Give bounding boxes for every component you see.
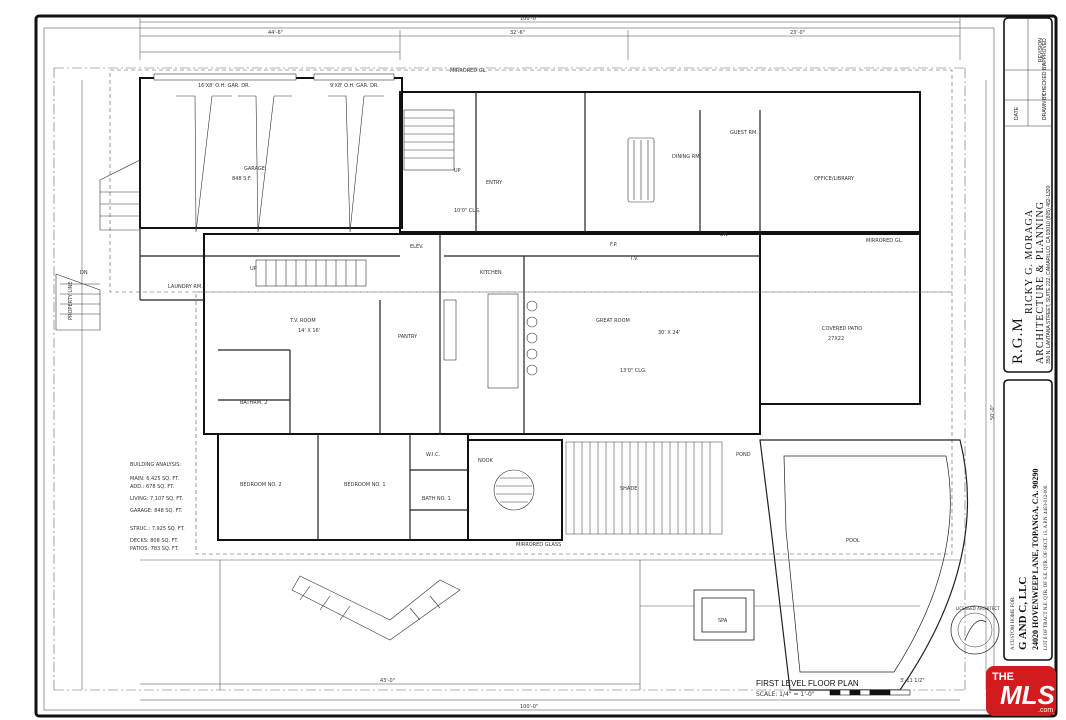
shade-trellis (565, 441, 723, 535)
kitchen-island (443, 293, 538, 389)
seal-text: LICENSED ARCHITECT (956, 606, 1000, 611)
sheet-title: FIRST LEVEL FLOOR PLAN (756, 679, 859, 688)
label-dining: DINING RM. (672, 154, 702, 160)
scale-bar (829, 689, 911, 696)
dim-top-a: 44'-6" (268, 30, 283, 36)
label-fp: F.P. (610, 242, 618, 248)
revision-label: REVISION (1038, 38, 1044, 62)
roof-outline (109, 69, 953, 555)
title-block: REVISION DATE DRAWN BY CHECKED BY APPROV… (1003, 17, 1053, 661)
label-spa: SPA (718, 618, 728, 624)
label-guest: GUEST RM. (730, 130, 758, 136)
label-wic: W.I.C. (426, 452, 441, 458)
label-great-room-ceiling: 13'0" CLG. (620, 368, 647, 374)
project-address: 24020 HOVENWEEP LANE, TOPANGA, CA. 90290 (1031, 469, 1040, 650)
label-shade: SHADE (620, 486, 637, 492)
label-dn-2: DN (720, 232, 728, 238)
label-tv: T.V. (629, 256, 639, 262)
label-covered-patio: COVERED PATIO (822, 326, 862, 332)
label-garage-door-1: 16'X8' O.H. GAR. DR. (198, 83, 250, 89)
date-label: DATE (1014, 106, 1020, 120)
pool (759, 439, 969, 691)
label-bath-1: BATH NO. 1 (422, 496, 451, 502)
dim-top-c: 23'-0" (790, 30, 805, 36)
client-name: G AND C, LLC (1017, 577, 1029, 650)
checked-label: CHECKED BY (1042, 63, 1048, 96)
mls-logo: THE MLS .com (986, 666, 1056, 716)
analysis-line: PATIOS: 783 SQ. FT. (130, 546, 179, 552)
dim-top-b: 32'-6" (510, 30, 525, 36)
label-entry: ENTRY (486, 180, 503, 186)
approved-label: APPROVED (1042, 38, 1048, 66)
drawn-label: DRAWN BY (1042, 93, 1048, 120)
mls-mls: MLS (1000, 680, 1056, 710)
drawing-frame (43, 27, 995, 711)
label-covered-patio-dims: 27X22 (828, 336, 844, 342)
label-tv-room-dims: 14' X 16' (298, 328, 320, 334)
label-elev: ELEV. (410, 244, 424, 250)
dim-right-side: 50'-0" (990, 405, 996, 420)
project-intro: A CUSTOM HOME FOR: (1011, 596, 1016, 650)
property-lines (53, 67, 966, 691)
label-laundry: LAUNDRY RM. (168, 284, 203, 290)
analysis-line: GARAGE: 848 SQ. FT. (130, 508, 183, 514)
analysis-line: ADD.: 678 SQ. FT. (130, 484, 175, 490)
nook-table (493, 469, 535, 511)
label-mirrored-gl-2: MIRRORED GL. (866, 238, 903, 244)
legal-description: LOT 6 OF TRACT N.E. QTR. OF S.E. QTR. OF… (1044, 485, 1049, 650)
architect-seal: LICENSED ARCHITECT (950, 605, 1000, 655)
label-mirrored-gl-1: MIRRORED GL. (450, 68, 487, 74)
label-nook: NOOK (478, 458, 494, 464)
interior-walls (139, 92, 761, 540)
label-garage-area: 848 S.F. (232, 176, 252, 182)
label-mirrored-glass: MIRRORED GLASS (516, 542, 561, 548)
label-entry-ceiling: 10'0" CLG. (454, 208, 481, 214)
firm-tagline: ARCHITECTURE & PLANNING (1035, 201, 1046, 364)
dining-table (627, 137, 655, 203)
sheet-scale: SCALE: 1/4" = 1'-0" (756, 691, 815, 698)
label-up-2: UP (250, 266, 257, 272)
label-office: OFFICE/LIBRARY (814, 176, 855, 182)
dim-bottom-b: 100'-0" (520, 704, 538, 710)
label-bedroom-1: BEDROOM NO. 1 (344, 482, 386, 488)
property-line-label: PROPERTY LINE (68, 281, 74, 320)
analysis-line: STRUC.: 7,925 SQ. FT. (130, 526, 185, 532)
firm-name: RICKY G. MORAGA (1024, 209, 1035, 314)
sheet-border (34, 14, 1058, 718)
label-great-room-dims: 30' X 24' (658, 330, 680, 336)
garage-details (153, 73, 395, 233)
mls-com: .com (1038, 707, 1053, 714)
analysis-line: LIVING: 7,107 SQ. FT. (130, 496, 183, 502)
firm-initials: R.G.M (1010, 317, 1026, 364)
analysis-line: MAIN: 6,425 SQ. FT. (130, 476, 180, 482)
dim-overall-top: 100'-0" (520, 16, 538, 22)
dim-bottom-c: 3'-11 1/2" (900, 678, 925, 684)
dim-bottom-a: 43'-0" (380, 678, 395, 684)
analysis-line: DECKS: 808 SQ. FT. (130, 538, 179, 544)
building-analysis: BUILDING ANALYSIS: MAIN: 6,425 SQ. FT. A… (130, 462, 185, 552)
analysis-heading: BUILDING ANALYSIS: (130, 462, 181, 468)
room-labels: 16'X8' O.H. GAR. DR. 9'X8' O.H. GAR. DR.… (80, 68, 903, 624)
label-kitchen: KITCHEN (480, 270, 502, 276)
label-garage: GARAGE (244, 166, 265, 172)
stairs (55, 109, 461, 641)
mls-the: THE (992, 671, 1014, 683)
lower-deck (140, 559, 960, 690)
label-great-room: GREAT ROOM (596, 318, 630, 324)
firm-address: 350 N. LANTANA STREET, SUITE 222, CAMARI… (1046, 185, 1052, 364)
spa (693, 589, 755, 641)
label-pond: POND (736, 452, 751, 458)
label-bedroom-2: BEDROOM NO. 2 (240, 482, 282, 488)
label-pantry: PANTRY (398, 334, 418, 340)
label-garage-door-2: 9'X8' O.H. GAR. DR. (330, 83, 379, 89)
label-dn-1: DN (80, 270, 88, 276)
label-pool: POOL (846, 538, 860, 544)
dimension-lines (81, 18, 987, 701)
label-bath-2: BATHRM. 2 (240, 400, 267, 406)
label-up-1: UP (454, 168, 461, 174)
label-tv-room: T.V. ROOM (289, 318, 316, 324)
